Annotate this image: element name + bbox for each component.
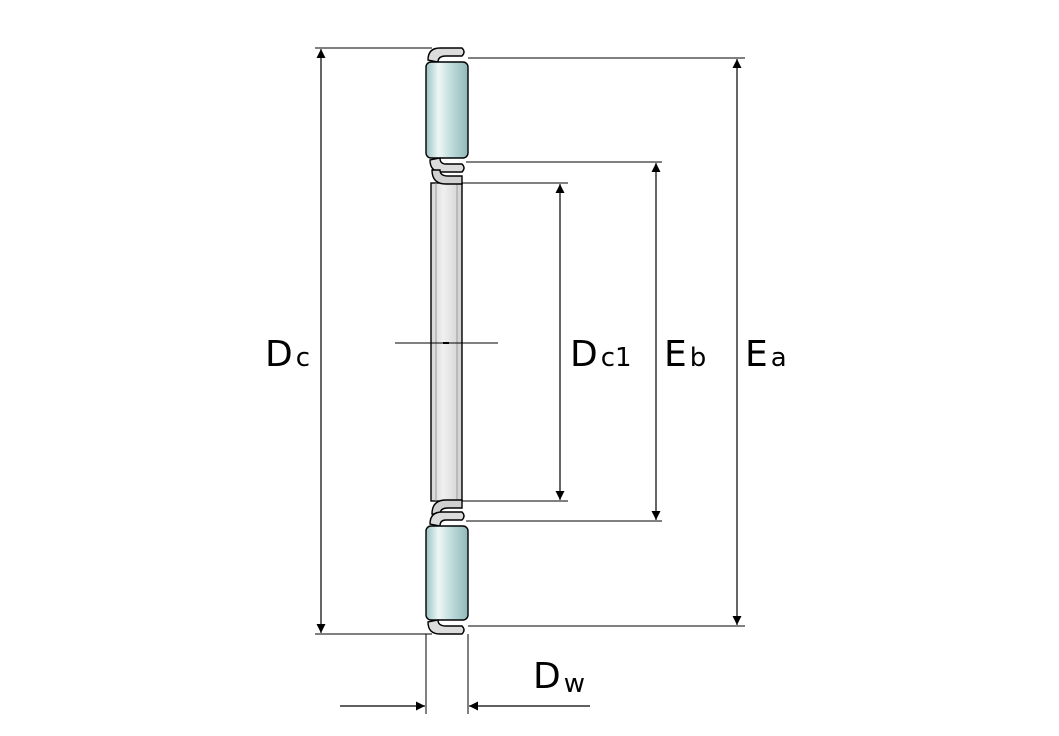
upper-roller xyxy=(425,61,469,159)
dimension-lines xyxy=(316,49,742,711)
extension-lines xyxy=(315,47,745,714)
lower-roller xyxy=(425,525,469,621)
upper-roller-section xyxy=(425,47,469,185)
lower-roller-section xyxy=(425,499,469,635)
upper-cage-hook xyxy=(431,169,463,185)
lower-cage-lip-bottom xyxy=(427,619,465,635)
lower-cage-lip-top xyxy=(429,511,465,527)
upper-cage-lip-top xyxy=(427,47,465,63)
cage xyxy=(430,182,463,502)
